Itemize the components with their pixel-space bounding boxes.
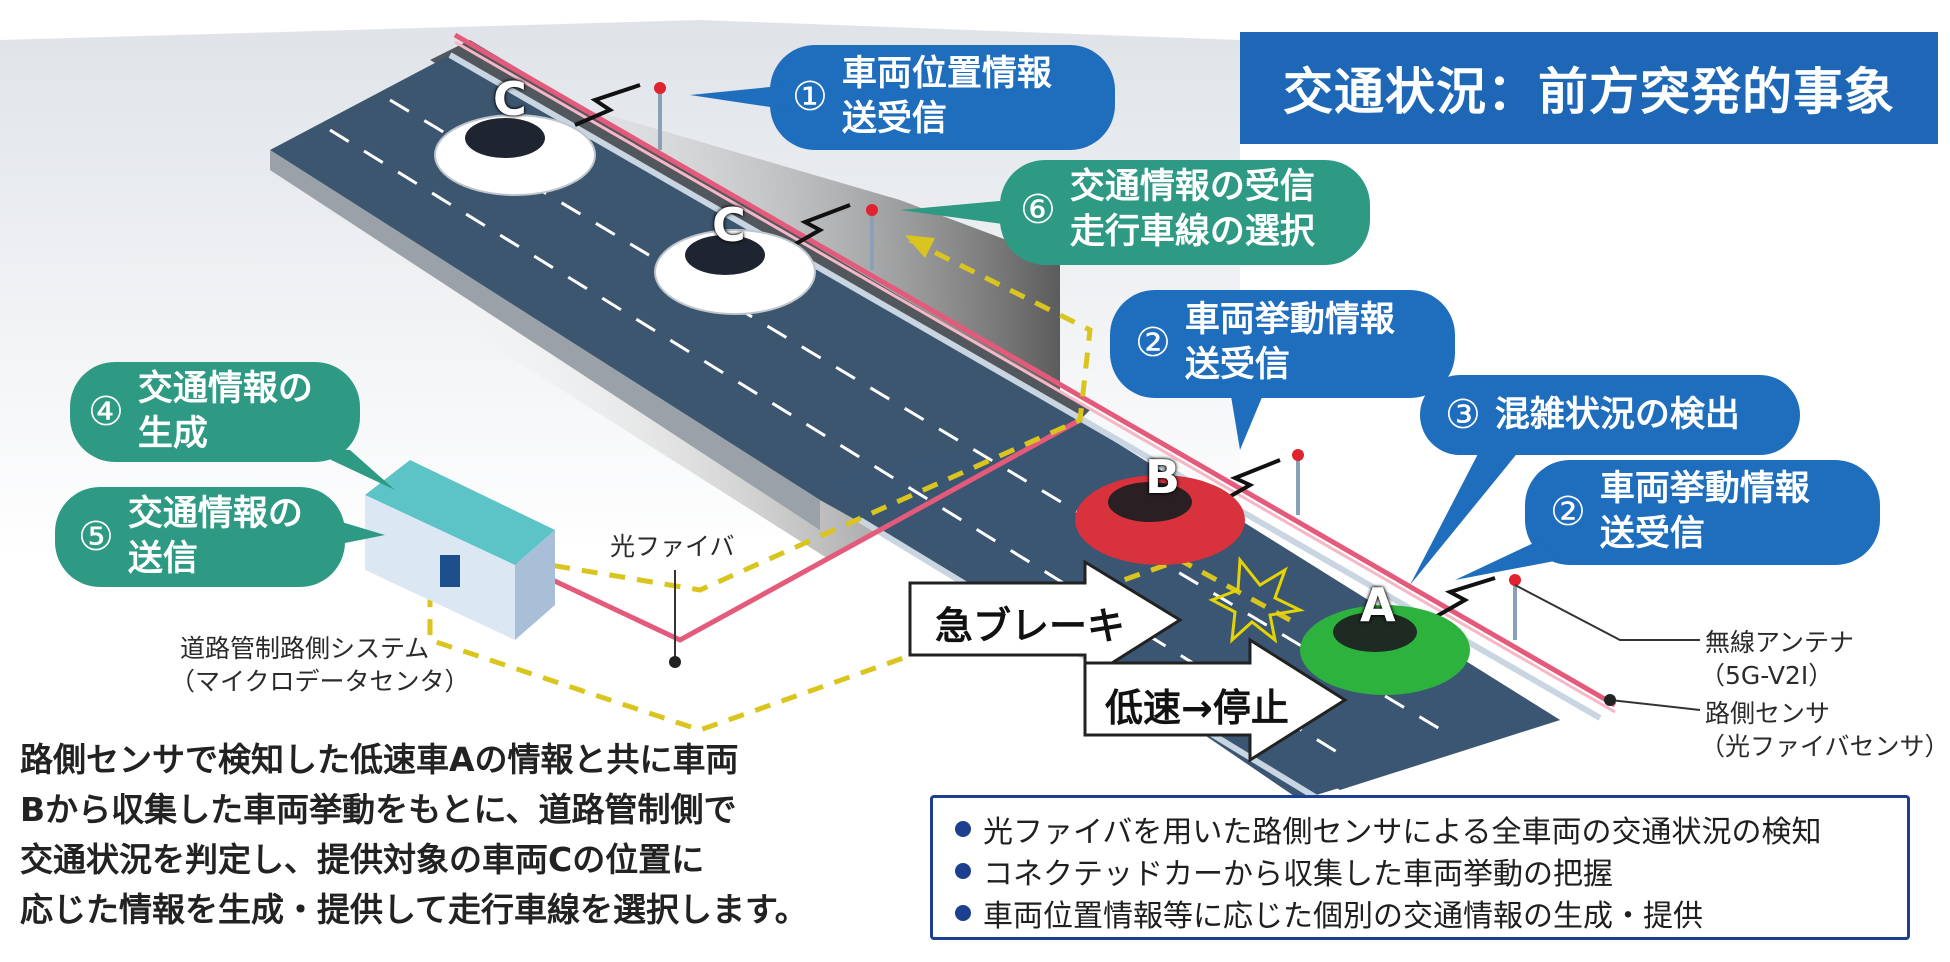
car-a	[1300, 605, 1470, 695]
bubble-1-line2: 送受信	[841, 99, 947, 139]
bubble-6-line1: 交通情報の受信	[1069, 167, 1315, 207]
fiber-dot	[669, 656, 681, 668]
bullet-icon	[955, 905, 971, 921]
brake-arrow	[908, 559, 1183, 683]
description-line: 交通状況を判定し、提供対象の車両Cの位置に	[20, 840, 705, 879]
bubble-5-line1: 交通情報の	[127, 494, 303, 534]
bubble-2-upper-text: ② 車両挙動情報送受信	[1135, 298, 1395, 388]
fiber-line	[453, 32, 1617, 708]
slow-arrow	[1083, 637, 1348, 763]
bubble-1-line1: 車両位置情報	[841, 54, 1052, 94]
bubble-4-number: ④	[88, 388, 124, 435]
system-label-line1: 道路管制路側システム	[180, 634, 430, 663]
sensor-label-line1: 路側センサ	[1705, 699, 1831, 728]
sensor-leader-line	[1609, 699, 1701, 711]
wireless-signal-icon	[1214, 458, 1281, 507]
car-c-near-label: C	[712, 198, 746, 252]
car-c-far-label: C	[493, 72, 527, 126]
bullet-icon	[955, 821, 971, 837]
bubble-4-line2: 生成	[137, 414, 208, 454]
bubble-2-lower-text: ② 車両挙動情報送受信	[1550, 467, 1810, 557]
description-line: 路側センサで検知した低速車Aの情報と共に車両	[20, 740, 739, 779]
bubble-3-line1: 混雑状況の検出	[1494, 395, 1740, 435]
bubble-4	[70, 362, 395, 490]
wireless-signal-icon	[574, 83, 641, 127]
bubble-1-number: ①	[792, 73, 828, 120]
data-center-door	[440, 555, 460, 587]
wireless-signal-icon	[784, 203, 851, 252]
system-label-line2: （マイクロデータセンタ）	[170, 667, 470, 696]
antenna-light	[1509, 574, 1521, 586]
data-center-roof	[365, 460, 555, 565]
wireless-signal-icon	[1429, 576, 1496, 622]
bubble-2-upper-number: ②	[1135, 319, 1171, 366]
description-line: Bから収集した車両挙動をもとに、道路管制側で	[20, 790, 737, 829]
bubble-3	[1410, 375, 1800, 585]
antenna-light	[654, 82, 666, 94]
lower-ramp	[830, 420, 1560, 800]
road-side-gray	[270, 150, 820, 530]
summary-item: 車両位置情報等に応じた個別の交通情報の生成・提供	[955, 892, 1907, 934]
bubble-2-lower-line1: 車両挙動情報	[1599, 469, 1810, 509]
fiber-line	[454, 40, 1616, 714]
sensor-dot	[1604, 694, 1616, 706]
antenna-light	[1292, 449, 1304, 461]
bubble-5-text: ⑤ 交通情報の送信	[78, 492, 303, 582]
bubble-6-text: ⑥ 交通情報の受信走行車線の選択	[1020, 165, 1315, 255]
bubble-3-text: ③ 混雑状況の検出	[1445, 393, 1740, 438]
bubble-2-lower-number: ②	[1550, 488, 1586, 535]
summary-item: コネクテッドカーから収集した車両挙動の把握	[955, 850, 1907, 892]
bubble-6	[900, 160, 1370, 265]
car-b	[1075, 475, 1245, 565]
bullet-icon	[955, 863, 971, 879]
sensor-label-line2: （光ファイバセンサ）	[1700, 732, 1950, 761]
fiber-line-to-center	[508, 417, 1082, 643]
car-b-label: B	[1145, 450, 1181, 504]
impact-icon	[1208, 556, 1305, 644]
description-line: 応じた情報を生成・提供して走行車線を選択します。	[20, 890, 808, 929]
bubble-6-line2: 走行車線の選択	[1069, 212, 1315, 252]
car-c-far	[434, 114, 596, 196]
info-arrowhead	[905, 235, 935, 258]
page-title: 交通状況：前方突発的事象	[1240, 32, 1938, 144]
summary-item-text: コネクテッドカーから収集した車両挙動の把握	[983, 857, 1613, 892]
bubble-2-lower	[1455, 460, 1880, 580]
slow-stop-label: 低速→停止	[1105, 686, 1289, 730]
car-a-label: A	[1360, 578, 1396, 632]
fiber-label: 光ファイバ	[610, 532, 735, 561]
data-center-side	[515, 530, 555, 640]
bubble-2-upper-line2: 送受信	[1184, 345, 1290, 385]
summary-item-text: 光ファイバを用いた路側センサによる全車両の交通状況の検知	[983, 815, 1822, 850]
antenna-label-line1: 無線アンテナ	[1705, 628, 1855, 657]
car-c-near	[654, 229, 816, 315]
bubble-1	[690, 45, 1115, 150]
bubble-5-number: ⑤	[78, 513, 114, 560]
bubble-2-upper-line1: 車両挙動情報	[1184, 300, 1395, 340]
lane-marking	[389, 98, 1451, 737]
antenna-light	[866, 204, 878, 216]
bubble-4-line1: 交通情報の	[137, 369, 313, 409]
bubble-5-line2: 送信	[127, 539, 198, 579]
summary-box: 光ファイバを用いた路側センサによる全車両の交通状況の検知 コネクテッドカーから収…	[930, 795, 1910, 940]
bubble-5	[55, 487, 385, 587]
summary-item: 光ファイバを用いた路側センサによる全車両の交通状況の検知	[955, 808, 1907, 850]
description-text: 路側センサで検知した低速車Aの情報と共に車両 Bから収集した車両挙動をもとに、道…	[20, 735, 900, 935]
bubble-4-text: ④ 交通情報の生成	[88, 367, 313, 457]
brake-label: 急ブレーキ	[935, 604, 1126, 648]
bubble-1-text: ① 車両位置情報送受信	[792, 52, 1052, 142]
bubble-2-lower-line2: 送受信	[1599, 514, 1705, 554]
antenna-leader-line	[1514, 584, 1700, 641]
bubble-2-upper	[1110, 290, 1455, 450]
bubble-6-number: ⑥	[1020, 186, 1056, 233]
antenna-label-line2: （5G-V2I）	[1700, 661, 1834, 690]
bubble-3-number: ③	[1445, 392, 1481, 438]
summary-item-text: 車両位置情報等に応じた個別の交通情報の生成・提供	[983, 899, 1703, 934]
